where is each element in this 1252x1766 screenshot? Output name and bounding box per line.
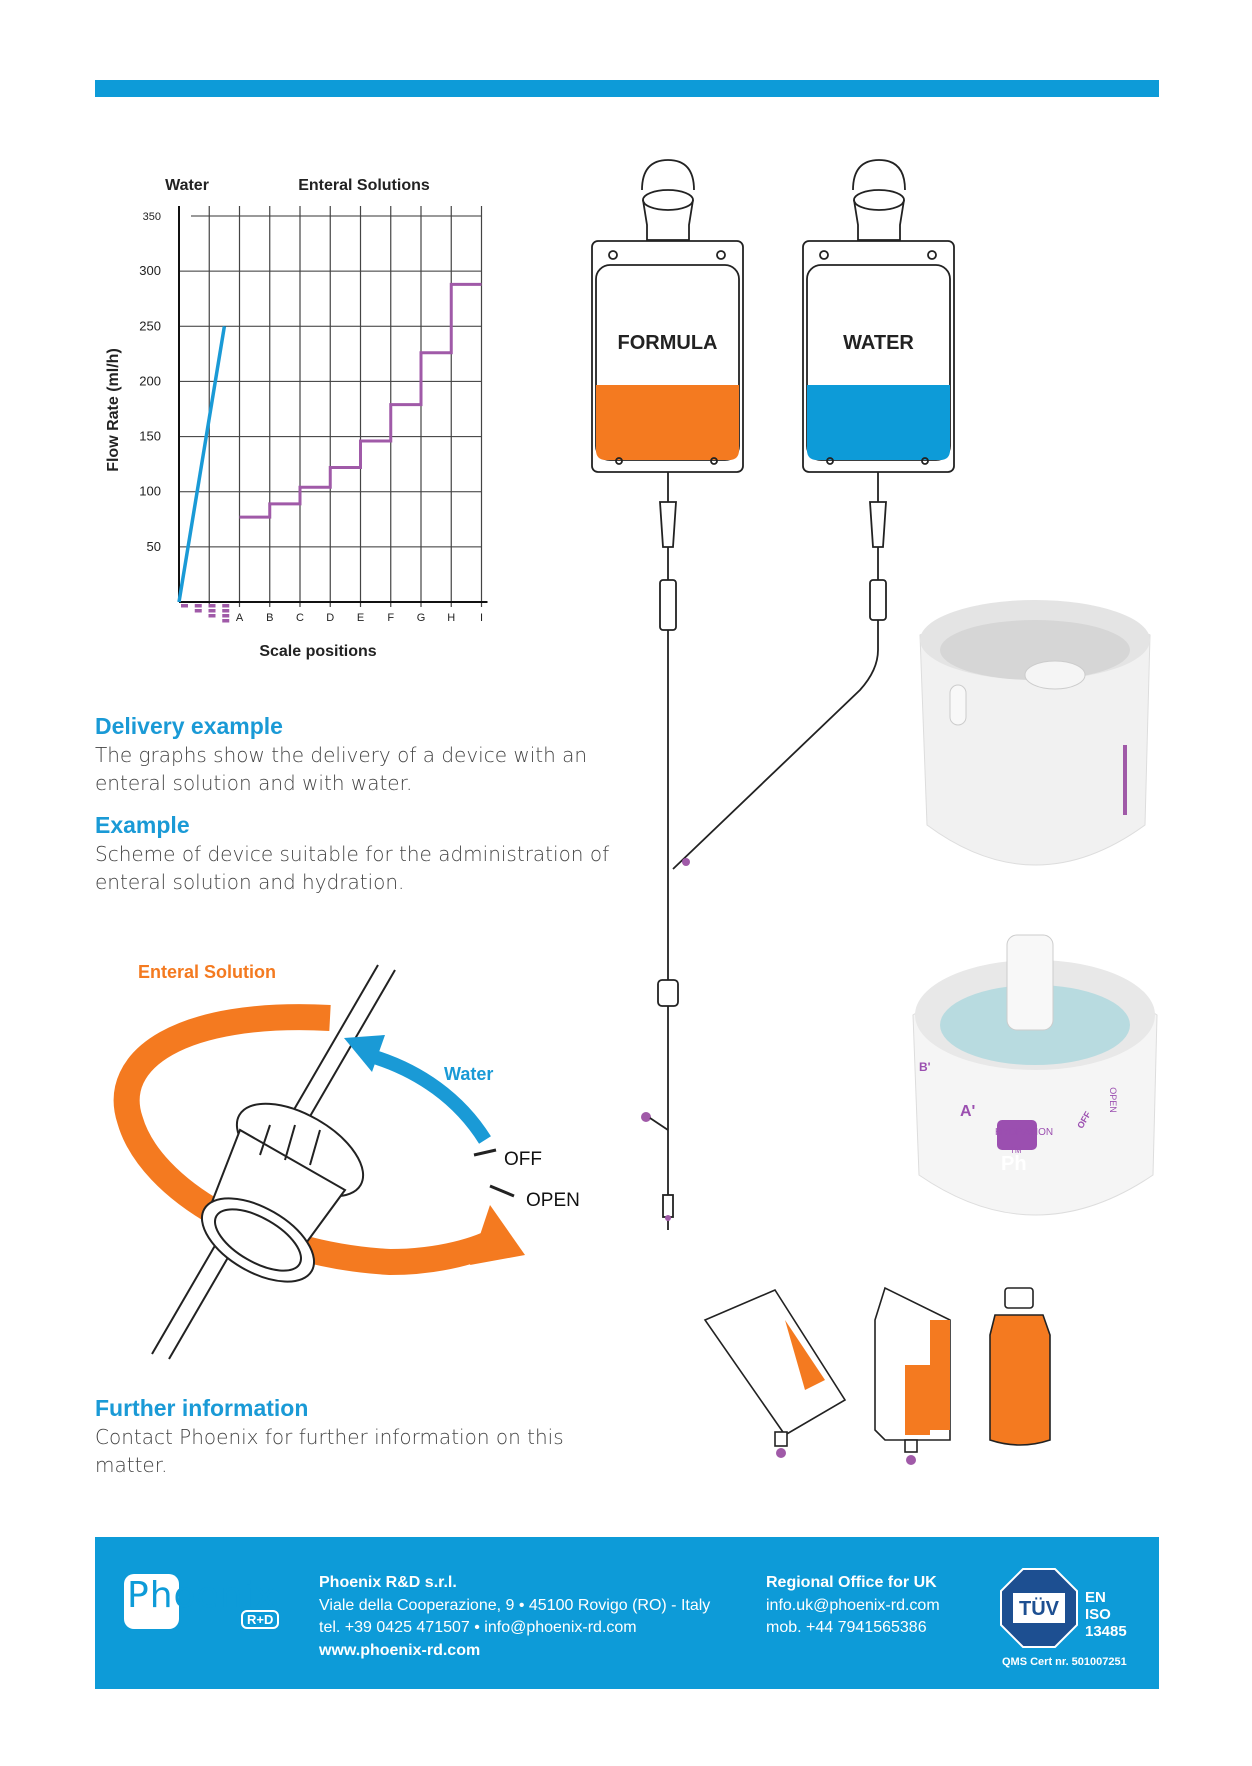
label-open: OPEN [526,1190,580,1211]
svg-text:TÜV: TÜV [1019,1597,1060,1620]
container-options [703,1286,1051,1465]
y-axis-label: Flow Rate (ml/h) [105,348,122,472]
cap-top-view [919,600,1151,866]
footer: Phoenix R+D Phoenix R&D s.r.l. Viale del… [95,1537,1159,1689]
logo-rd-badge: R+D [241,1610,280,1629]
x-tick-label: E [357,612,364,624]
company-address: Viale della Cooperazione, 9 • 45100 Rovi… [319,1596,711,1614]
phoenix-logo-text: Phoenix [127,1575,277,1616]
water-scale-marker [222,614,230,618]
water-scale-marker [194,609,202,613]
uk-office-email[interactable]: info.uk@phoenix-rd.com [766,1596,940,1614]
cap-logo-text: Ph [1001,1153,1027,1175]
cap-label-hydration: HYDRATION [995,1127,1054,1138]
company-website[interactable]: www.phoenix-rd.com [319,1641,481,1659]
y-tick-label: 350 [143,211,161,223]
ph-logo [997,1120,1037,1150]
formula-bag [591,159,744,473]
x-tick-label: A [236,612,244,624]
blue-arrowhead-icon [344,1035,385,1072]
label-off: OFF [504,1149,542,1170]
water-scale-marker [222,619,230,623]
label-water: Water [444,1064,494,1084]
y-tick-label: 100 [139,484,161,499]
cap-label-a: A' [960,1103,976,1120]
x-tick-label: B [266,612,273,624]
water-scale-marker [194,604,202,608]
y-tick-label: 50 [147,539,161,554]
orange-arrowhead-icon [470,1205,525,1265]
administration-set-drawing [591,159,955,1230]
uk-office-title: Regional Office for UK [766,1574,937,1591]
top-accent-bar [95,80,1159,97]
x-tick-label: F [387,612,394,624]
cap-bottom-view [912,934,1158,1216]
chart-title-water: Water [165,177,209,194]
water-scale-marker [222,604,230,608]
y-tick-label: 150 [139,429,161,444]
water-series-line [177,326,227,603]
y-tick-label: 250 [139,318,161,333]
cap-label-open: OPEN [1107,1087,1118,1113]
y-tick-label: 300 [139,263,161,278]
water-scale-marker [208,604,216,608]
rotation-diagram [113,964,525,1360]
x-tick-label: D [326,612,334,624]
tuv-sud-logo: TÜV [1000,1568,1078,1648]
cert-en: EN [1085,1589,1106,1606]
water-scale-marker [208,614,216,618]
bottle-container [989,1287,1051,1446]
blue-rotation-arrow [366,1048,491,1144]
x-tick-label: H [447,612,455,624]
x-tick-label: C [296,612,304,624]
cap-tm: TM [1010,1146,1022,1155]
water-bag [802,159,955,473]
orange-rotation-arrow [113,1004,507,1276]
company-contact: tel. +39 0425 471507 • info@phoenix-rd.c… [319,1619,637,1636]
x-axis-label: Scale positions [259,643,376,660]
water-bag-label: WATER [843,332,914,354]
delivery-example-text: The graphs show the delivery of a device… [95,743,588,795]
x-tick-label: G [417,612,426,624]
y-tick-label: 200 [139,373,161,388]
uk-office-mobile: mob. +44 7941565386 [766,1619,927,1636]
formula-bag-label: FORMULA [617,332,718,354]
further-info-title: Further information [95,1395,309,1421]
water-scale-marker [208,609,216,613]
further-info-text: Contact Phoenix for further information … [95,1425,564,1477]
water-scale-marker [222,609,230,613]
company-name: Phoenix R&D s.r.l. [319,1574,457,1591]
delivery-example-title: Delivery example [95,713,283,739]
carton-container [874,1286,951,1465]
example-title: Example [95,812,190,838]
x-tick-label: I [480,612,483,624]
pouch-container [703,1288,847,1458]
example-text: Scheme of device suitable for the admini… [95,842,610,894]
rotary-cap-drawing [200,1102,365,1283]
cap-renders [912,600,1158,1216]
enteral-series-line [239,282,482,519]
phoenix-logo-mark [124,1574,179,1629]
cert-iso: ISO [1085,1606,1111,1623]
water-scale-marker [181,604,188,608]
logo-word: Phoenix [127,1575,277,1616]
label-enteral-solution: Enteral Solution [138,962,277,982]
cert-number-std: 13485 [1085,1623,1127,1640]
qms-cert-number: QMS Cert nr. 501007251 [1002,1656,1127,1668]
cap-label-b: B' [919,1060,931,1074]
chart-title-enteral: Enteral Solutions [298,177,430,194]
